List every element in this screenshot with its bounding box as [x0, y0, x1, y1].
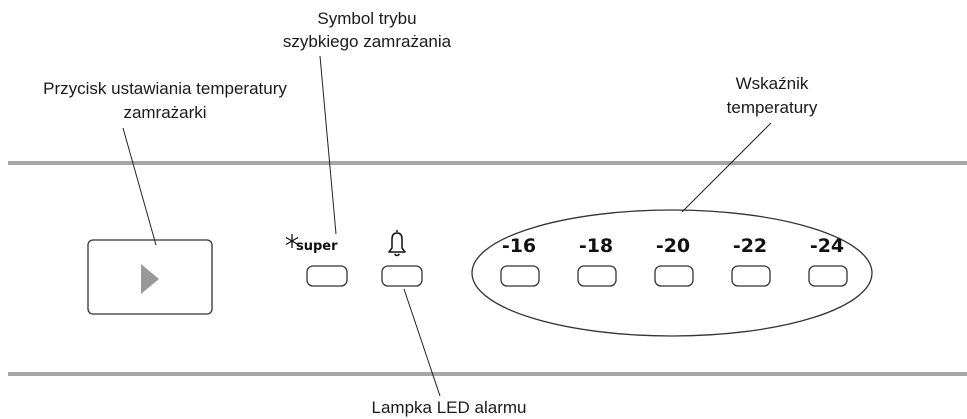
panel-top-border	[8, 161, 967, 165]
temp-label-minus16: -16	[502, 235, 536, 257]
temp-label-minus24: -24	[810, 235, 844, 257]
leader-line-temp-indicator	[681, 122, 772, 213]
callout-freezer-button-line2: zamrażarki	[123, 103, 206, 122]
temp-led-minus20	[654, 265, 694, 287]
callout-super-symbol-line1: Symbol trybu	[317, 9, 416, 28]
super-label: super	[296, 239, 338, 254]
play-arrow-icon	[141, 264, 159, 294]
super-freeze-symbol: super	[285, 234, 338, 254]
temp-led-minus24	[808, 265, 848, 287]
callout-alarm-led: Lampka LED alarmu	[372, 398, 527, 417]
snowflake-icon	[285, 234, 299, 248]
temp-label-minus22: -22	[733, 235, 767, 257]
temperature-indicator-group	[471, 209, 873, 337]
bell-icon	[388, 230, 406, 257]
temp-led-minus22	[731, 265, 771, 287]
panel-bottom-border	[8, 372, 967, 376]
temp-label-minus18: -18	[579, 235, 613, 257]
alarm-led	[381, 265, 423, 287]
temp-led-minus16	[500, 265, 540, 287]
callout-temp-indicator-line2: temperatury	[727, 98, 818, 117]
freezer-temperature-button[interactable]	[87, 239, 213, 315]
leader-line-alarm-led	[403, 288, 441, 397]
callout-temp-indicator-line1: Wskaźnik	[736, 74, 809, 93]
leader-line-super-symbol	[319, 55, 337, 235]
temp-led-minus18	[577, 265, 617, 287]
leader-line-freezer-button	[122, 127, 157, 246]
temp-label-minus20: -20	[656, 235, 690, 257]
super-freeze-led-button[interactable]	[306, 265, 348, 287]
callout-freezer-button-line1: Przycisk ustawiania temperatury	[43, 79, 287, 98]
callout-super-symbol-line2: szybkiego zamrażania	[283, 32, 452, 51]
